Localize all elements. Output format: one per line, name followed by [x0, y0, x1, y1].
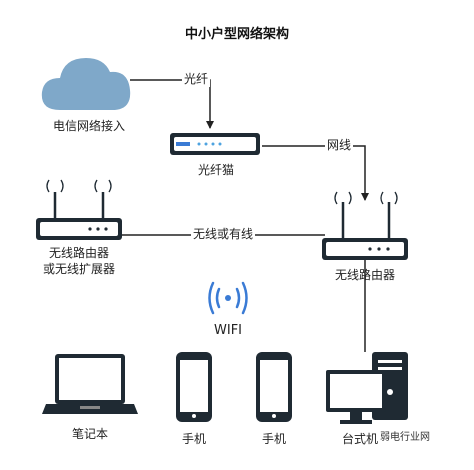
modem-icon — [170, 133, 260, 155]
cable-edge-label: 网线 — [324, 138, 354, 153]
watermark: 弱电行业网 — [380, 432, 430, 443]
laptop-icon — [42, 354, 138, 414]
cable-connection — [262, 145, 369, 201]
diagram-title: 中小户型网络架构 — [184, 27, 290, 42]
wifi-icon — [208, 281, 248, 315]
fiber-connection — [130, 79, 214, 129]
router-extender-icon — [36, 179, 122, 240]
router-extender-label-line2: 或无线扩展器 — [42, 262, 116, 276]
main-router-icon — [322, 191, 408, 260]
wifi-label: WIFI — [214, 323, 242, 338]
router-extender-label-line1: 无线路由器 — [48, 246, 110, 260]
modem-label: 光纤猫 — [197, 163, 235, 177]
desktop-icon — [326, 352, 408, 424]
desktop-label: 台式机 — [341, 432, 379, 446]
laptop-label: 笔记本 — [71, 427, 109, 441]
wired-or-wireless-edge-label: 无线或有线 — [190, 227, 256, 242]
phone-label: 手机 — [181, 432, 207, 446]
phone-icon — [176, 352, 212, 422]
phone-icon — [256, 352, 292, 422]
fiber-edge-label: 光纤 — [181, 72, 211, 87]
main-router-label: 无线路由器 — [334, 268, 396, 282]
internet-access-label: 电信网络接入 — [52, 119, 126, 133]
phone-label: 手机 — [261, 432, 287, 446]
cloud-icon — [41, 58, 131, 110]
